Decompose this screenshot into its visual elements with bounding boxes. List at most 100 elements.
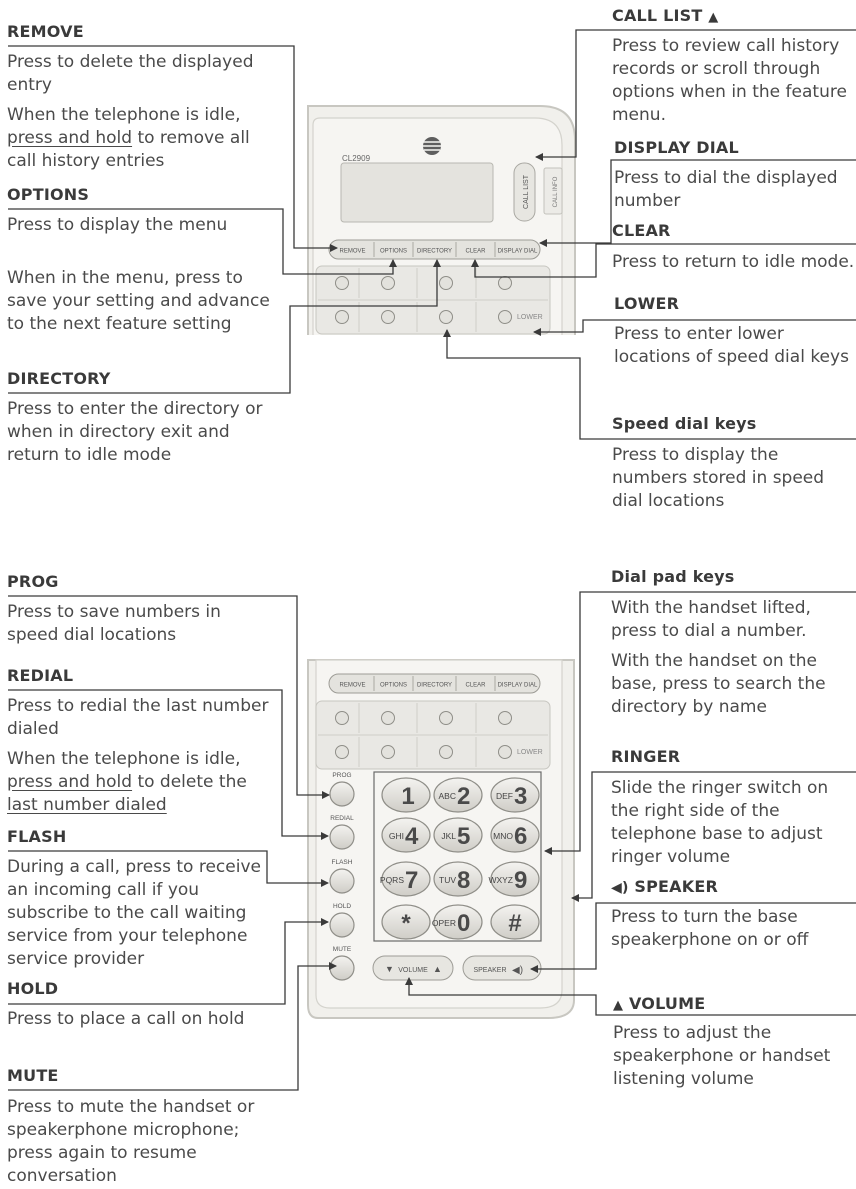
dial-key-letters: PQRS	[380, 875, 404, 885]
directory-key-label: DIRECTORY	[417, 683, 452, 689]
mute-key[interactable]: MUTE	[329, 946, 355, 981]
display-dial-text: Press to dial the displayed number	[614, 168, 838, 211]
speed-dial-key[interactable]	[475, 302, 512, 332]
dial-key-digit: 1	[401, 783, 414, 810]
display-dial-key[interactable]: DISPLAY DIAL	[494, 242, 538, 257]
remove-key[interactable]: REMOVE	[339, 683, 365, 689]
dial-key-pound[interactable]: #	[490, 904, 540, 940]
display-screen	[340, 162, 494, 223]
redial-key[interactable]: REDIAL	[329, 815, 355, 850]
prog-heading: PROG	[7, 572, 59, 591]
function-key-strip	[328, 239, 541, 260]
speed-dial-key[interactable]	[335, 711, 349, 725]
prog-key-label: PROG	[332, 772, 351, 779]
clear-text: Press to return to idle mode.	[612, 252, 855, 272]
remove-text: Press to delete the displayed entry	[7, 52, 254, 95]
clear-key[interactable]: CLEAR	[455, 676, 486, 691]
dial-key-1[interactable]: 1	[381, 777, 431, 813]
clear-key-label: CLEAR	[465, 683, 486, 689]
hold-heading: HOLD	[7, 979, 59, 998]
dial-key-letters: ABC	[439, 791, 456, 801]
speed-dial-key[interactable]	[416, 302, 453, 332]
directory-key[interactable]: DIRECTORY	[412, 242, 452, 257]
remove-heading: REMOVE	[7, 22, 84, 41]
mute-heading: MUTE	[7, 1066, 59, 1085]
directory-heading: DIRECTORY	[7, 369, 111, 388]
dial-key-letters: WXYZ	[488, 875, 513, 885]
dial-key-digit: 2	[457, 783, 470, 810]
speed-dial-key[interactable]	[358, 737, 395, 767]
dial-key-letters: JKL	[441, 831, 456, 841]
speed-dial-key[interactable]	[358, 703, 395, 733]
redial-heading: REDIAL	[7, 666, 74, 685]
speaker-text: Press to turn the base speakerphone on o…	[611, 907, 809, 950]
flash-key[interactable]: FLASH	[329, 859, 355, 894]
options-text: Press to display the menu	[7, 215, 228, 235]
volume-heading: ▲ VOLUME	[613, 994, 706, 1013]
svg-text:CALL LIST: CALL LIST	[523, 174, 530, 209]
speed-dial-key[interactable]	[335, 276, 349, 290]
speed-dial-text: Press to display the numbers stored in s…	[612, 445, 825, 511]
dial-key-star[interactable]: *	[381, 904, 431, 940]
dial-key-digit: 3	[514, 783, 527, 810]
options-key[interactable]: OPTIONS	[373, 242, 407, 257]
speed-dial-key[interactable]	[416, 737, 453, 767]
hold-text: Press to place a call on hold	[7, 1009, 245, 1029]
dial-key-digit: 6	[514, 823, 527, 850]
redial-text: Press to redial the last number dialed	[7, 696, 269, 739]
prog-key[interactable]: PROG	[329, 772, 355, 807]
speed-dial-key[interactable]	[335, 745, 349, 759]
options-key[interactable]: OPTIONS	[373, 676, 407, 691]
speed-dial-key[interactable]	[335, 310, 349, 324]
dial-key-digit: #	[508, 910, 521, 937]
speaker-heading: ◀) SPEAKER	[611, 877, 718, 896]
svg-text:▼: ▼	[385, 964, 394, 974]
svg-text:CALL INFO: CALL INFO	[553, 176, 559, 207]
speaker-key[interactable]: SPEAKER ◀)	[462, 955, 542, 981]
svg-text:▲: ▲	[433, 964, 442, 974]
lower-text: Press to enter lower locations of speed …	[614, 324, 849, 367]
speed-dial-key[interactable]	[475, 703, 512, 733]
volume-text: Press to adjust the speakerphone or hand…	[613, 1023, 831, 1089]
clear-key[interactable]: CLEAR	[455, 242, 486, 257]
options-heading: OPTIONS	[7, 185, 90, 204]
speed-dial-key[interactable]	[475, 268, 512, 298]
mute-key-label: MUTE	[333, 946, 352, 953]
speed-dial-key[interactable]	[358, 268, 395, 298]
speed-dial-key[interactable]	[358, 302, 395, 332]
remove-key[interactable]: REMOVE	[339, 249, 365, 255]
speed-dial-key[interactable]	[475, 737, 512, 767]
directory-key[interactable]: DIRECTORY	[412, 676, 452, 691]
dial-pad-text: With the handset lifted, press to dial a…	[611, 598, 811, 641]
speed-dial-key[interactable]	[416, 268, 453, 298]
clear-heading: CLEAR	[612, 221, 671, 240]
call-list-key[interactable]: CALL LIST	[513, 162, 536, 222]
dial-key-letters: TUV	[439, 875, 456, 885]
flash-key-label: FLASH	[332, 859, 353, 866]
lower-key-label: LOWER	[517, 314, 543, 321]
model-label: CL2909	[342, 154, 371, 163]
hold-key[interactable]: HOLD	[329, 903, 355, 938]
dial-key-digit: 7	[405, 867, 418, 894]
remove-key-label: REMOVE	[339, 249, 365, 255]
remove-key-label: REMOVE	[339, 683, 365, 689]
options-key-label: OPTIONS	[380, 683, 407, 689]
att-globe-icon	[423, 137, 441, 155]
display-dial-key-label: DISPLAY DIAL	[498, 683, 538, 689]
remove-hold-text: When the telephone is idle, press and ho…	[7, 105, 250, 171]
display-dial-key[interactable]: DISPLAY DIAL	[494, 676, 538, 691]
speed-dial-key[interactable]	[416, 703, 453, 733]
dial-key-letters: DEF	[496, 791, 513, 801]
options-key-label: OPTIONS	[380, 249, 407, 255]
dial-pad-outline	[373, 771, 542, 942]
volume-key[interactable]: ▼ VOLUME ▲	[372, 955, 454, 981]
